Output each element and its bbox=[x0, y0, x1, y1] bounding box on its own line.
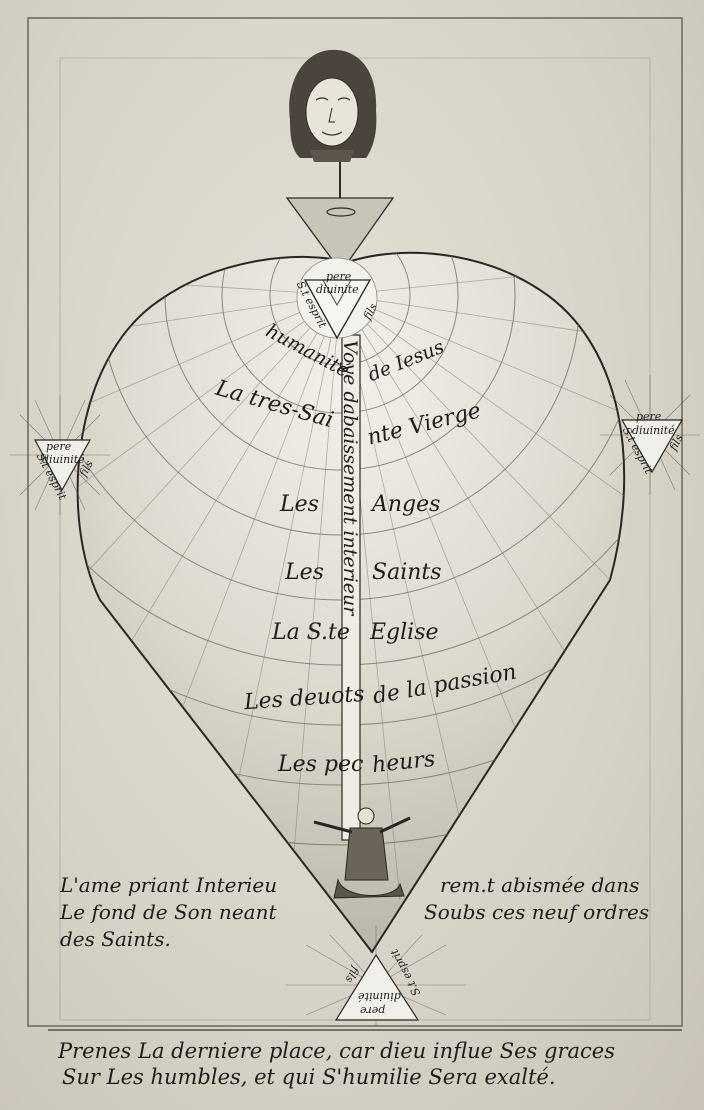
caption-right-line-2: Soubs ces neuf ordres bbox=[424, 899, 649, 926]
order-5-left: La S.te bbox=[272, 620, 350, 645]
motto-line-1: Prenes La derniere place, car dieu influ… bbox=[58, 1038, 615, 1064]
bottom-tri-diuinite: diuinité bbox=[358, 990, 401, 1003]
order-4-right: Saints bbox=[372, 560, 442, 585]
caption-left-line-3: des Saints. bbox=[60, 926, 277, 953]
order-3-right: Anges bbox=[372, 492, 440, 517]
caption-left-block: L'ame priant Interieu Le fond de Son nea… bbox=[60, 872, 277, 953]
top-tri-diuinite: diuinite bbox=[316, 283, 359, 296]
right-tri-pere: pere bbox=[636, 410, 661, 423]
caption-left-line-2: Le fond de Son neant bbox=[60, 899, 277, 926]
order-3-left: Les bbox=[280, 492, 319, 517]
right-tri-diuinite: diuinité bbox=[632, 424, 675, 437]
caption-left-line-1: L'ame priant Interieu bbox=[60, 872, 277, 899]
motto-block: Prenes La derniere place, car dieu influ… bbox=[58, 1038, 615, 1090]
order-5-right: Eglise bbox=[370, 620, 439, 645]
motto-line-2: Sur Les humbles, et qui S'humilie Sera e… bbox=[62, 1064, 615, 1090]
order-4-left: Les bbox=[285, 560, 324, 585]
caption-right-block: rem.t abismée dans Soubs ces neuf ordres bbox=[440, 872, 649, 926]
left-tri-pere: pere bbox=[46, 440, 71, 453]
top-tri-pere: pere bbox=[326, 270, 351, 283]
head-of-christ bbox=[289, 50, 376, 162]
bottom-tri-pere: pere bbox=[360, 1004, 385, 1017]
order-7-left: Les pec bbox=[278, 752, 363, 777]
caption-right-line-1: rem.t abismée dans bbox=[440, 872, 649, 899]
